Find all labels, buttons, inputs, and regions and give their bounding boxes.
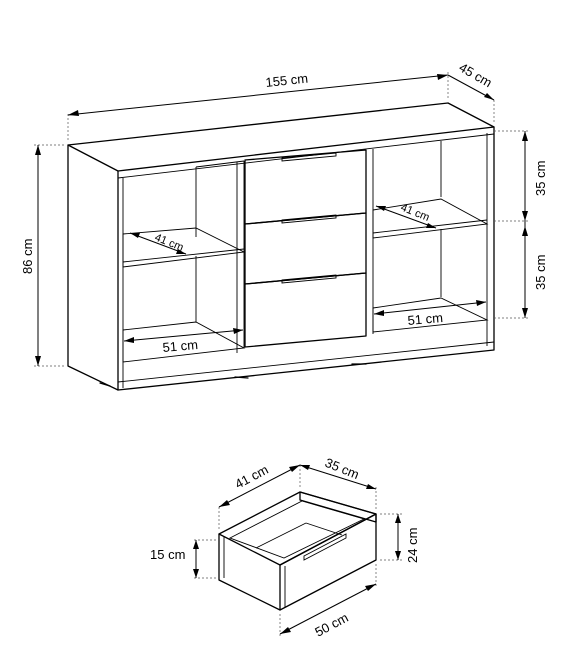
drawer-detail [218,491,377,611]
left-shelf [122,227,246,268]
dimension-drawer-height-inner: 15 cm [150,539,216,579]
dimension-drawer-depth: 41 cm [218,462,301,529]
right-shelf [372,198,489,239]
sideboard [67,102,495,391]
width-label: 155 cm [265,71,309,90]
dimension-right-bottom-width: 51 cm [373,300,487,328]
left-floor [122,321,246,363]
drawer-handle-3 [281,274,337,284]
drawer-depth-label: 41 cm [232,462,270,492]
right-compartment [365,133,489,346]
dimension-drawer-height-front: 24 cm [380,513,420,563]
drawer-front-middle [244,212,367,285]
height-label: 86 cm [20,239,35,274]
shelf-upper-label: 35 cm [533,161,548,196]
drawer-front-panel [279,513,377,611]
drawer-height-front-label: 24 cm [405,528,420,563]
dimension-depth: 45 cm [447,60,495,122]
dimension-left-shelf-depth: 41 cm [129,232,187,255]
drawer-back-panel [299,491,377,523]
dimension-shelf-lower: 35 cm [494,221,548,319]
dimension-right-shelf-depth: 41 cm [375,202,437,229]
left-bottom-width-label: 51 cm [162,337,199,355]
dimension-height: 86 cm [20,144,64,367]
right-floor [372,297,489,333]
drawer-height-inner-label: 15 cm [150,547,185,562]
depth-label: 45 cm [457,60,495,91]
dimension-drawer-width-top: 35 cm [299,455,377,509]
drawer-stack [244,149,367,348]
dimension-width: 155 cm [67,71,449,140]
left-shelf-depth-label: 41 cm [153,232,185,254]
drawer-detail-handle [303,533,347,561]
sideboard-front-outline [67,126,495,391]
sideboard-top [67,102,495,172]
dimension-left-bottom-width: 51 cm [123,328,244,355]
drawer-handle-2 [281,214,337,224]
shelf-lower-label: 35 cm [533,255,548,290]
drawer-handle-1 [281,152,337,162]
drawer-front-bottom [244,272,367,348]
dimension-shelf-upper: 35 cm [494,130,548,222]
left-compartment [122,161,246,363]
right-bottom-width-label: 51 cm [407,310,444,328]
